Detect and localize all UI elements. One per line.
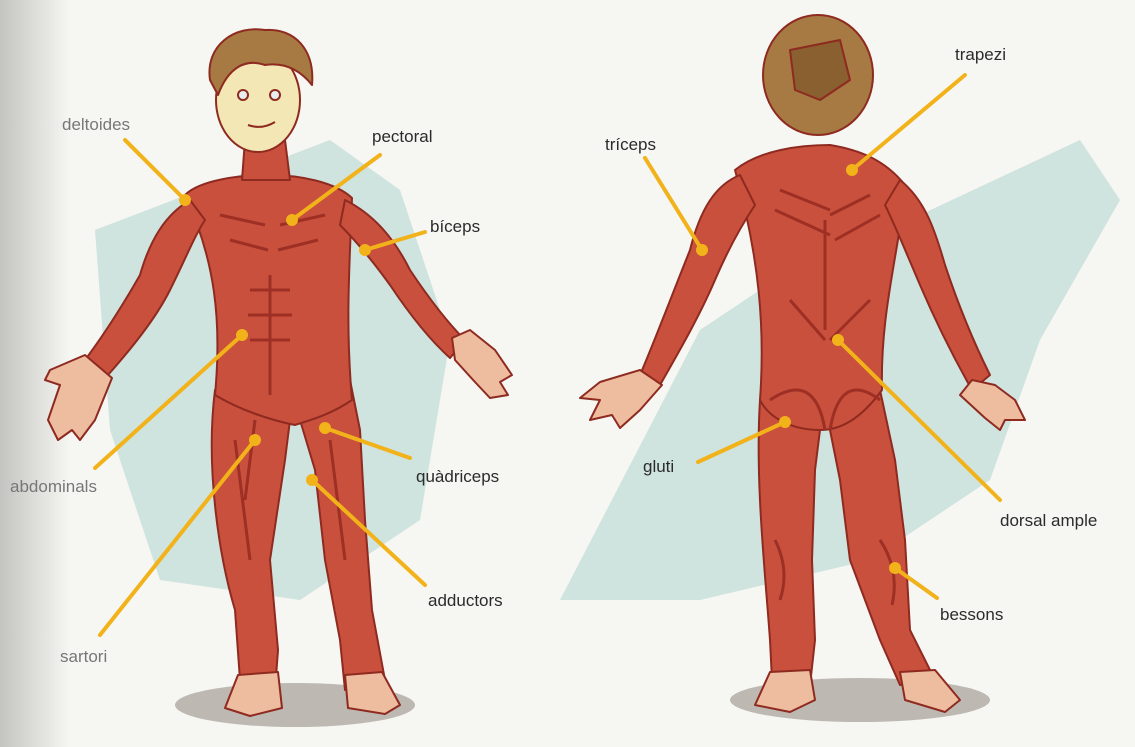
front-left-eye [238,90,248,100]
label-quadriceps: quàdriceps [416,467,499,486]
front-right-foot [345,672,400,714]
pointer-dot-pectoral [288,216,296,224]
label-pectoral: pectoral [372,127,432,146]
pointer-dot-abdominals [238,331,246,339]
back-torso [735,145,905,430]
front-right-hand [452,330,512,398]
label-bessons: bessons [940,605,1003,624]
pointer-triceps [645,158,702,250]
pointer-dot-bessons [891,564,899,572]
pointer-dot-dorsal-ample [834,336,842,344]
label-dorsal-ample: dorsal ample [1000,511,1097,530]
pointer-dot-deltoides [181,196,189,204]
label-abdominals: abdominals [10,477,97,496]
label-sartori: sartori [60,647,107,666]
pointer-dot-biceps [361,246,369,254]
pointer-dot-trapezi [848,166,856,174]
pointer-dot-adductors [308,476,316,484]
pointer-dot-quadriceps [321,424,329,432]
pointer-deltoides [125,140,185,200]
pointer-dot-gluti [781,418,789,426]
label-gluti: gluti [643,457,674,476]
back-left-leg [759,400,820,685]
label-triceps: tríceps [605,135,656,154]
back-left-hand [580,370,662,428]
pointer-dot-sartori [251,436,259,444]
front-right-eye [270,90,280,100]
label-biceps: bíceps [430,217,480,236]
label-deltoides: deltoides [62,115,130,134]
label-trapezi: trapezi [955,45,1006,64]
pointer-dot-triceps [698,246,706,254]
front-left-foot [225,672,282,716]
label-adductors: adductors [428,591,503,610]
